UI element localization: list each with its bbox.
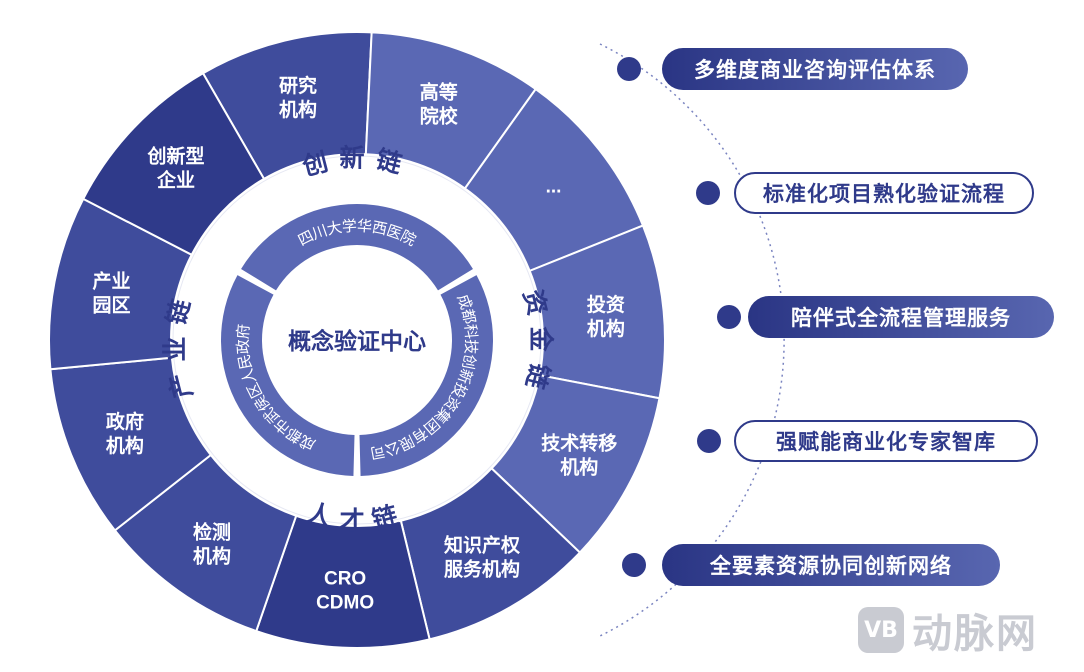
outer-segment-label: 产业园区: [93, 270, 131, 317]
outer-segment-label: 创新型企业: [147, 144, 205, 191]
service-bullet-icon: [697, 429, 721, 453]
inner-segment-top: [241, 203, 473, 291]
outer-segment-label: 研究机构: [279, 74, 317, 121]
outer-segment-label: 投资机构: [587, 293, 625, 340]
watermark-text: 动脉网: [912, 611, 1038, 657]
service-pill: 标准化项目熟化验证流程: [734, 172, 1034, 214]
service-pill: 强赋能商业化专家智库: [734, 420, 1038, 462]
outer-segment-label: 知识产权服务机构: [444, 534, 520, 581]
outer-segment-label: 检测机构: [193, 521, 231, 568]
service-pill: 多维度商业咨询评估体系: [662, 48, 968, 90]
watermark: VB 动脉网: [858, 606, 1038, 657]
outer-segment-label: 高等院校: [420, 81, 459, 128]
inner-segment-right: [359, 275, 494, 476]
inner-segment-left: [220, 275, 355, 476]
outer-segment-label: 技术转移机构: [541, 432, 617, 479]
service-bullet-icon: [622, 553, 646, 577]
service-bullet-icon: [696, 181, 720, 205]
service-bullet-icon: [617, 57, 641, 81]
center-circle: [265, 248, 449, 432]
outer-segment-label: 政府机构: [106, 410, 144, 457]
service-pill: 全要素资源协同创新网络: [662, 544, 1000, 586]
connector-arc: [599, 43, 785, 637]
service-bullet-icon: [717, 305, 741, 329]
outer-segment-label: ...: [546, 176, 562, 197]
watermark-logo-icon: VB: [858, 607, 904, 653]
center-label: 概念验证中心: [288, 328, 426, 354]
service-pill: 陪伴式全流程管理服务: [748, 296, 1054, 338]
